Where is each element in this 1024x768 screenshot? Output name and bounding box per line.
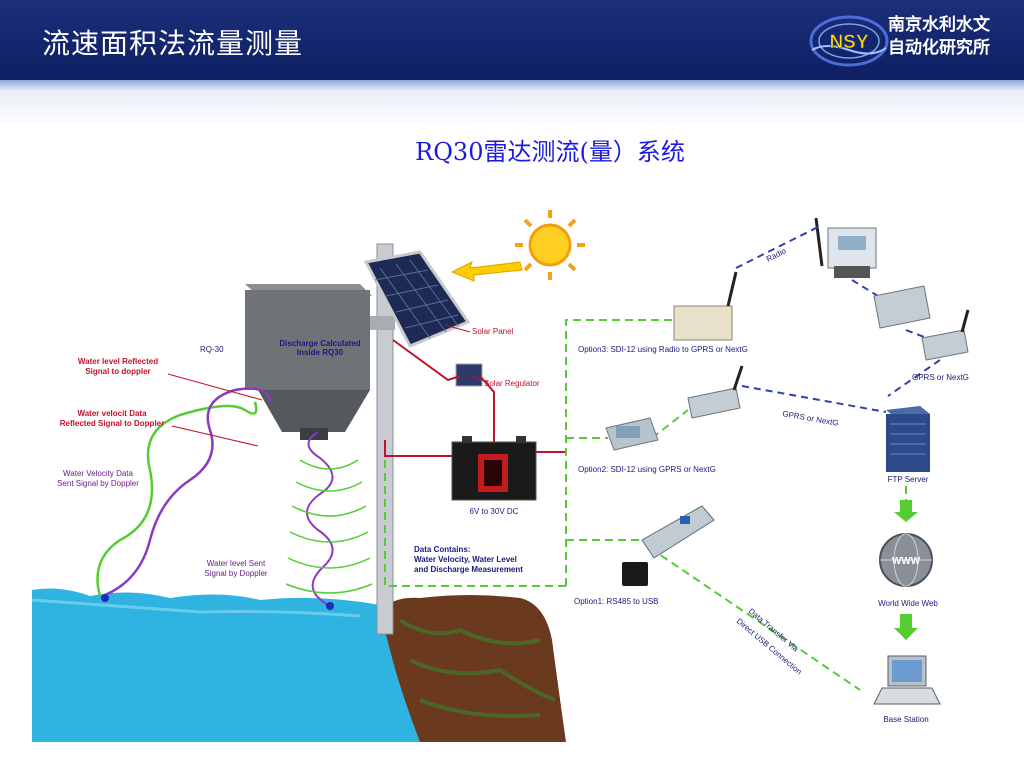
- header-fade: [0, 90, 1024, 130]
- gprs-label-top: GPRS or NextG: [912, 373, 969, 382]
- battery: [451, 436, 537, 501]
- mounting-pole: [376, 243, 394, 635]
- header-bar: [0, 0, 1024, 80]
- velocity-sent-label-2: Sent Signal by Doppler: [57, 479, 139, 488]
- sunlight-arrow-icon: [450, 261, 523, 282]
- radar-beam-arcs: [285, 459, 373, 594]
- slide-subtitle: RQ30雷达测流(量）系统: [415, 138, 685, 166]
- velocity-signal-green: [96, 401, 258, 597]
- nsy-logo-icon: NSY: [809, 15, 889, 67]
- level-sent-label-1: Water level Sent: [207, 559, 266, 568]
- power-wiring: [384, 339, 566, 457]
- www-label: World Wide Web: [878, 599, 938, 608]
- water-contact-point: [326, 602, 334, 610]
- option2-label: Option2: SDI-12 using GPRS or NextG: [578, 465, 716, 474]
- gprs-label-mid: GPRS or NextG: [782, 409, 840, 428]
- base-station-label: Base Station: [883, 715, 928, 724]
- data-link-lines: [384, 319, 907, 691]
- org-line-1: 南京水利水文: [888, 15, 990, 35]
- pole-bracket: [365, 316, 395, 330]
- laptop-icon: [873, 655, 941, 705]
- water-level-reflected-label-1: Water level Reflected: [78, 357, 158, 366]
- data-contains-label-3: and Discharge Measurement: [414, 565, 523, 574]
- option1-label: Option1: RS485 to USB: [574, 597, 659, 606]
- ftp-server-label: FTP Server: [888, 475, 929, 484]
- rs485-usb-converter: [622, 505, 715, 586]
- discharge-label-2: Inside RQ30: [297, 348, 344, 357]
- velocity-reflected-label-1: Water velocit Data: [77, 409, 147, 418]
- solar-panel-label: Solar Panel: [472, 327, 514, 336]
- velocity-signal-purple: [104, 387, 272, 597]
- water-body: [32, 588, 460, 742]
- water-highlight: [31, 598, 361, 618]
- level-sent-label-2: Signal by Doppler: [204, 569, 267, 578]
- globe-icon: [879, 533, 933, 587]
- radio-link-line: [735, 225, 941, 413]
- battery-label: 6V to 30V DC: [470, 507, 519, 516]
- sdi12-logger-device: [605, 417, 659, 451]
- sun-icon: [515, 210, 585, 280]
- water-level-reflected-label-2: Signal to doppler: [85, 367, 150, 376]
- velocity-sent-label-1: Water Velocity Data: [63, 469, 134, 478]
- gprs-device-top: [873, 285, 931, 329]
- level-signal-purple: [306, 431, 334, 607]
- data-contains-label-1: Data Contains:: [414, 545, 470, 554]
- rq30-label: RQ-30: [200, 345, 224, 354]
- discharge-label-1: Discharge Calculated: [279, 339, 360, 348]
- organization-name: 南京水利水文 自动化研究所: [888, 14, 990, 60]
- data-contains-label-2: Water Velocity, Water Level: [414, 555, 517, 564]
- solar-panel: [363, 250, 471, 348]
- header-stripe: [0, 80, 1024, 90]
- arrow-down-icon: [894, 500, 918, 522]
- org-line-2: 自动化研究所: [888, 38, 990, 58]
- water-contact-point: [101, 594, 109, 602]
- radio-receiver-device: [814, 217, 877, 278]
- option3-label: Option3: SDI-12 using Radio to GPRS or N…: [578, 345, 748, 354]
- gprs-modem-device: [687, 365, 744, 419]
- www-icon-text: WWW: [892, 556, 921, 567]
- rq30-sensor-box: [245, 284, 372, 440]
- gprs-device-bottom: [921, 309, 970, 361]
- radio-label: Radio: [765, 246, 788, 264]
- radio-modem-device: [673, 271, 738, 341]
- page-title: 流速面积法流量测量: [42, 27, 304, 60]
- bank-texture: [398, 618, 556, 718]
- logo-text: NSY: [829, 32, 868, 53]
- ftp-server-icon: [886, 406, 930, 472]
- arrow-down-icon: [894, 614, 918, 640]
- solar-regulator-label: Solar Regulator: [484, 379, 540, 388]
- velocity-reflected-label-2: Reflected Signal to Doppler: [60, 419, 164, 428]
- solar-regulator: [455, 363, 483, 387]
